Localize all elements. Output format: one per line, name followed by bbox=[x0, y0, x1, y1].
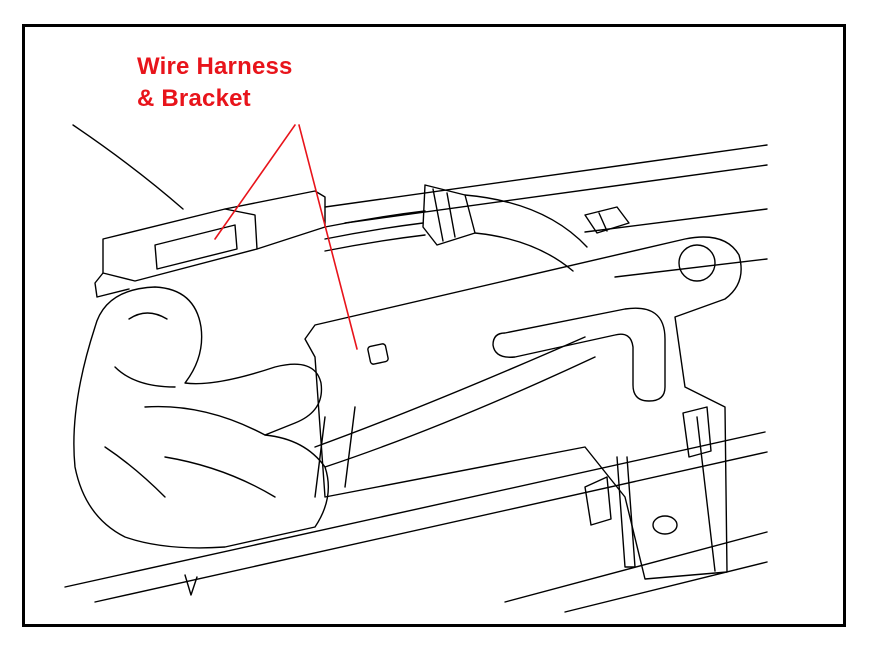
callout-line-1: Wire Harness bbox=[137, 53, 293, 80]
mounting-bracket bbox=[304, 236, 742, 580]
callout-line-2: & Bracket bbox=[137, 85, 251, 112]
frame-rail-bottom bbox=[504, 531, 768, 603]
background-curve bbox=[72, 124, 184, 210]
callout-label: Wire Harness & Bracket bbox=[137, 51, 293, 115]
diagram-frame: Wire Harness & Bracket bbox=[22, 24, 846, 627]
bracket-hole bbox=[678, 244, 716, 282]
callout-leader-harness bbox=[214, 124, 296, 240]
frame-rail-bottom-2 bbox=[564, 561, 768, 613]
frame-rail-lower bbox=[64, 431, 766, 588]
frame-rail-upper-2 bbox=[344, 164, 768, 224]
frame-rail-mid-2 bbox=[614, 258, 768, 278]
line-art-illustration bbox=[64, 124, 768, 613]
callout-leader-bracket bbox=[298, 124, 358, 350]
wire-bundle bbox=[324, 210, 426, 228]
wire-connector bbox=[422, 184, 476, 246]
wire-clip bbox=[584, 206, 630, 234]
hook-slot bbox=[492, 307, 666, 402]
bracket-box bbox=[102, 208, 258, 282]
harness-body bbox=[314, 336, 586, 448]
bottom-tab bbox=[184, 574, 198, 596]
callout-leaders bbox=[214, 124, 358, 350]
frame-rail-upper bbox=[324, 144, 768, 208]
glove bbox=[73, 286, 330, 549]
frame-rail-mid bbox=[584, 208, 768, 233]
hanger-rod-left bbox=[616, 456, 636, 568]
frame-rail-lower-2 bbox=[94, 451, 768, 603]
hanger-rod-right bbox=[696, 416, 716, 572]
bracket-slot bbox=[367, 343, 389, 365]
bracket-small-hole bbox=[652, 515, 678, 535]
